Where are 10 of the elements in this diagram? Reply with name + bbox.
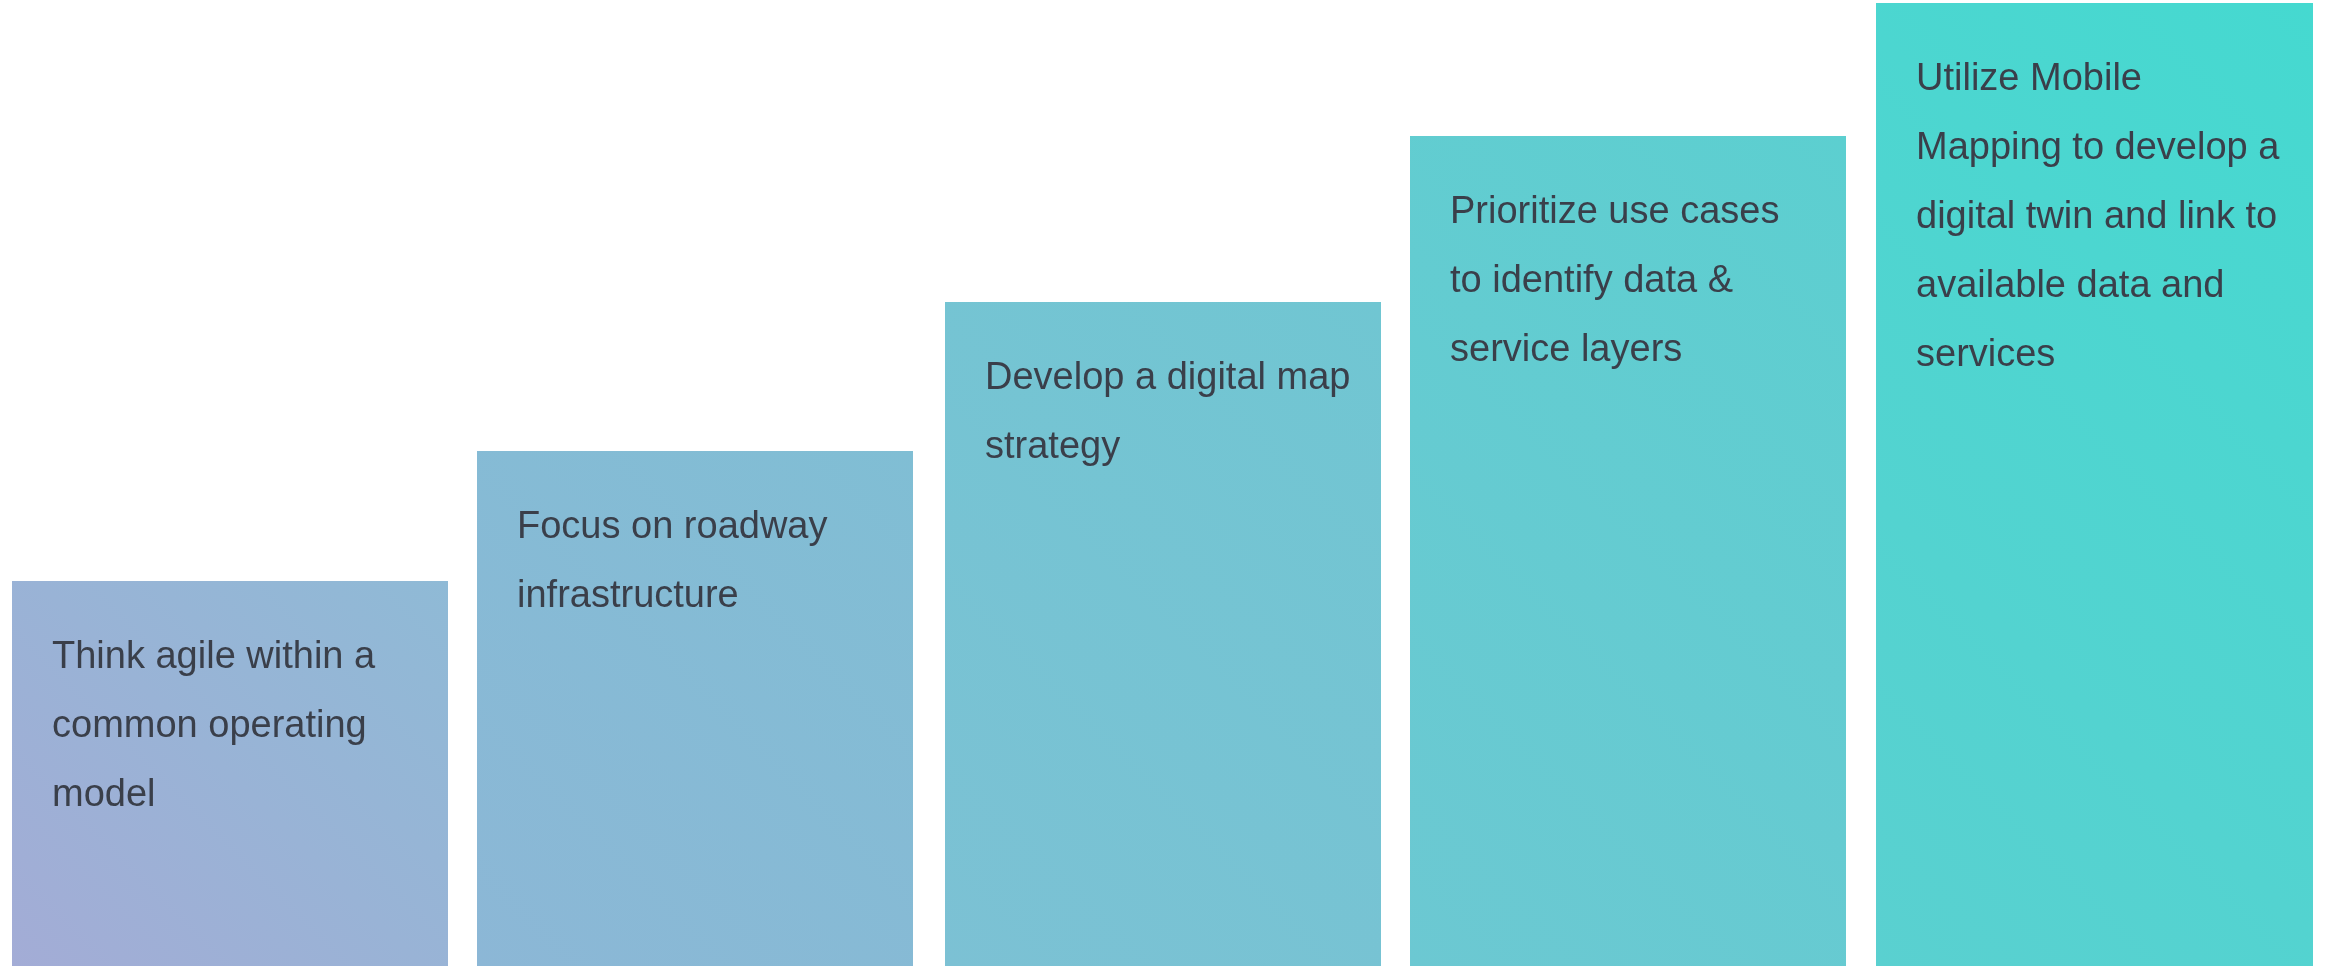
step-text: Develop a digital map strategy bbox=[985, 354, 1351, 468]
step-text: Prioritize use cases to identify data & service layers bbox=[1450, 188, 1781, 371]
step-bar bbox=[1410, 136, 1846, 966]
step-text: Focus on roadway infrastructure bbox=[517, 503, 829, 617]
step-text: Utilize Mobile Mapping to develop a digital twin and link to available data and services bbox=[1916, 55, 2281, 376]
step-bar bbox=[1876, 3, 2313, 966]
step-bar bbox=[12, 581, 448, 966]
step-text: Think agile within a common operating model bbox=[52, 633, 377, 816]
step-bar bbox=[477, 451, 913, 966]
step-bar bbox=[945, 302, 1381, 966]
